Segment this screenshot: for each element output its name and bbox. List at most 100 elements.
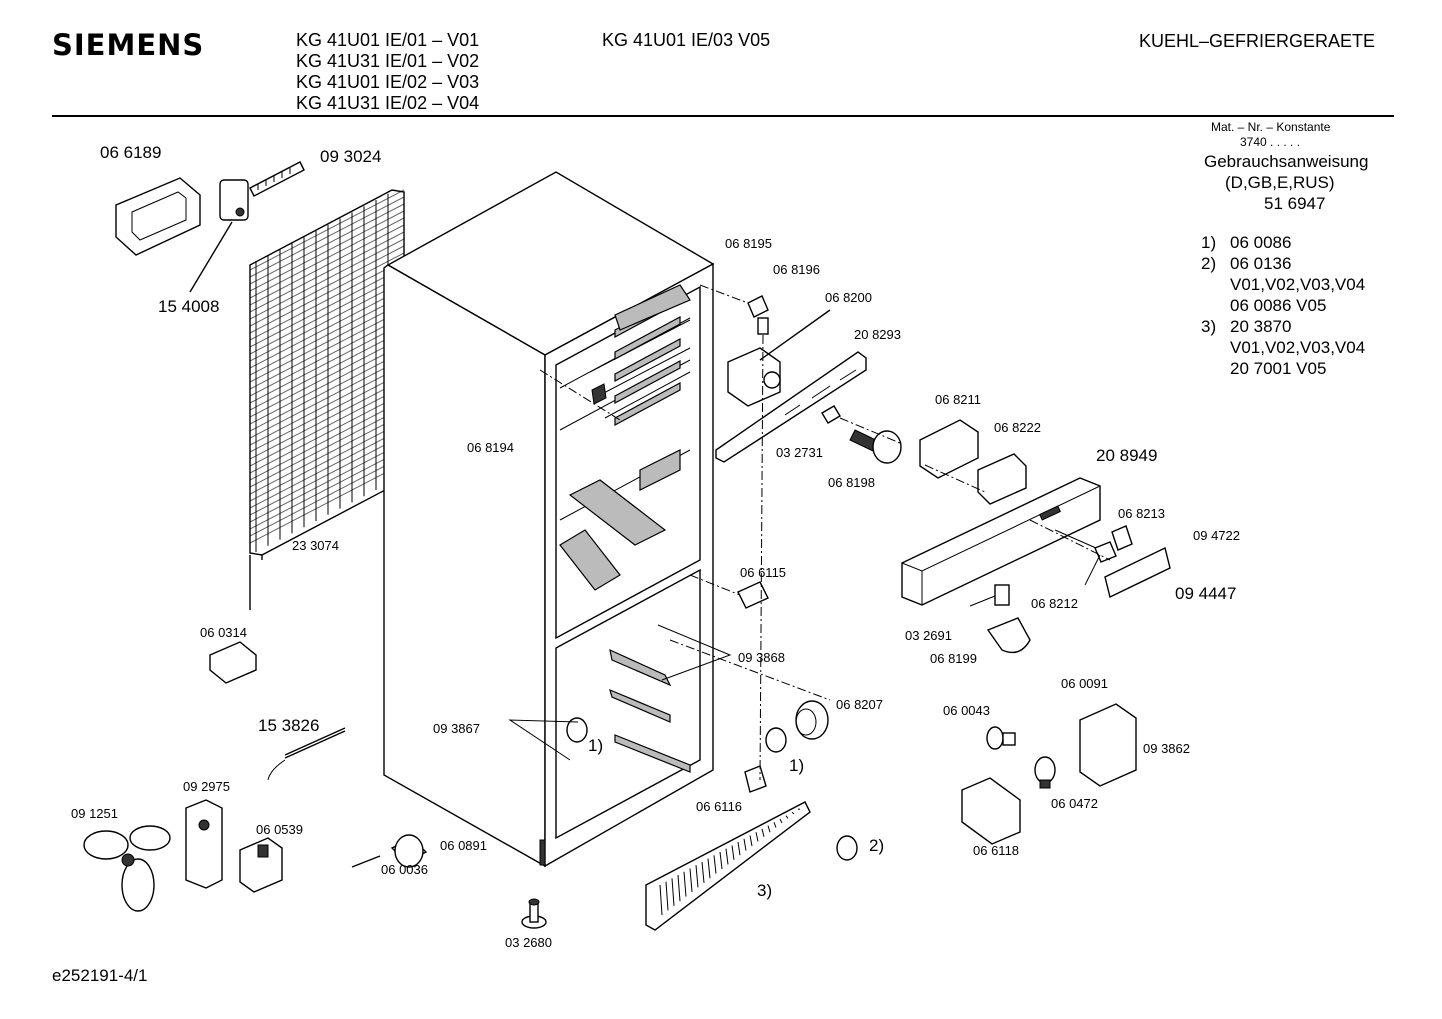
part-label: 20 8949 xyxy=(1096,446,1158,465)
light-socket-drawing xyxy=(795,700,829,740)
mat-nr-value: 3740 . . . . . xyxy=(1240,135,1301,149)
note-3-line: V01,V02,V03,V04 xyxy=(1230,338,1366,357)
ref-label: 1) xyxy=(789,756,805,775)
knob-drawing xyxy=(849,429,902,464)
part-label: 09 3867 xyxy=(433,721,480,736)
lamp-cover-drawing xyxy=(209,641,257,684)
bulb-socket-drawing xyxy=(1034,756,1056,789)
note-2: 2) xyxy=(1201,253,1216,274)
lamp-bulb-drawing xyxy=(1094,525,1133,563)
part-label: 06 6115 xyxy=(740,565,787,580)
note-1: 1) xyxy=(1201,232,1216,253)
cover-drawing xyxy=(919,419,979,479)
condenser-drawing xyxy=(249,189,405,610)
model-list: KG 41U01 IE/01 – V01 KG 41U31 IE/01 – V0… xyxy=(296,30,479,114)
part-label: 09 3868 xyxy=(738,650,785,665)
light-cover-drawing xyxy=(1079,703,1137,787)
assembly-lines xyxy=(539,284,1111,781)
light-shield-drawing xyxy=(961,777,1021,845)
switch-drawing xyxy=(189,161,305,293)
fan-blade-drawing xyxy=(83,825,171,912)
rail-drawing xyxy=(715,351,867,463)
part-label: 06 8207 xyxy=(836,697,883,712)
foot-drawing xyxy=(521,898,547,929)
part-label: 06 8195 xyxy=(725,236,772,251)
cabinet-drawing xyxy=(383,171,715,868)
ref-label: 3) xyxy=(757,881,773,900)
ref-label: 2) xyxy=(869,836,885,855)
part-label: 09 4722 xyxy=(1193,528,1240,543)
bulb-drawing xyxy=(986,726,1016,750)
clip-drawing xyxy=(821,405,841,424)
part-label: 03 2731 xyxy=(776,445,823,460)
part-label: 06 6189 xyxy=(100,143,162,162)
part-label: 09 1251 xyxy=(71,806,118,821)
bracket-drawing xyxy=(986,617,1031,654)
roller-drawing xyxy=(765,727,787,753)
part-label: 06 8211 xyxy=(935,392,982,407)
brand-logo: SIEMENS xyxy=(52,28,205,62)
note-key: 3) xyxy=(1201,317,1217,336)
part-label: 03 2691 xyxy=(905,628,952,643)
part-label: 06 8222 xyxy=(994,420,1041,435)
model-line: KG 41U01 IE/02 – V03 xyxy=(296,72,480,92)
part-label: 09 3024 xyxy=(320,147,382,166)
part-label: 23 3074 xyxy=(292,538,339,553)
part-label: 09 4447 xyxy=(1175,584,1237,603)
note-2-line: V01,V02,V03,V04 xyxy=(1230,275,1366,294)
model-line: KG 41U01 IE/01 – V01 xyxy=(296,30,480,50)
part-label: 06 0314 xyxy=(200,625,247,640)
part-label: 06 6116 xyxy=(696,799,743,814)
part-label: 06 6118 xyxy=(973,843,1020,858)
part-label: 09 3862 xyxy=(1143,741,1190,756)
note-key: 1) xyxy=(1201,233,1217,252)
note-2-line: 06 0136 xyxy=(1230,254,1292,273)
note-3-line: 20 7001 V05 xyxy=(1230,359,1327,378)
hinge-drawing xyxy=(737,581,769,609)
model-line: KG 41U31 IE/02 – V04 xyxy=(296,93,480,113)
roller-drawing xyxy=(566,717,588,743)
part-label: 03 2680 xyxy=(505,935,552,950)
control-panel-drawing xyxy=(901,477,1101,606)
switch-cover-drawing xyxy=(977,453,1027,505)
ref-label: 1) xyxy=(588,736,604,755)
lamp-holder-drawing xyxy=(1104,546,1171,599)
part-label: 06 0036 xyxy=(381,862,428,877)
model-line-v05: KG 41U01 IE/03 V05 xyxy=(602,30,771,50)
note-3: 3) xyxy=(1201,316,1216,337)
part-label: 06 0472 xyxy=(1051,796,1098,811)
part-label: 06 0091 xyxy=(1061,676,1108,691)
probe-drawing xyxy=(267,727,346,781)
drawing-id: e252191-4/1 xyxy=(52,966,148,985)
part-label: 20 8293 xyxy=(854,327,901,342)
kickplate-drawing xyxy=(645,801,811,931)
cap-drawing xyxy=(836,835,858,861)
note-key: 2) xyxy=(1201,254,1217,273)
part-label: 06 0891 xyxy=(440,838,487,853)
tray-drawing xyxy=(115,177,201,256)
leader-lines xyxy=(508,529,1101,761)
part-label: 06 0539 xyxy=(256,822,303,837)
mat-nr-label: Mat. – Nr. – Konstante xyxy=(1211,120,1331,134)
part-label: 06 8194 xyxy=(467,440,514,455)
part-label: 06 8200 xyxy=(825,290,872,305)
switch-part-drawing xyxy=(994,584,1010,606)
hinge-drawing xyxy=(744,765,767,793)
fan-motor-drawing xyxy=(185,799,283,893)
part-label: 06 8212 xyxy=(1031,596,1078,611)
category-title: KUEHL–GEFRIERGERAETE xyxy=(1138,31,1375,51)
note-2-line: 06 0086 V05 xyxy=(1230,296,1327,315)
manual-title: Gebrauchsanweisung xyxy=(1204,152,1369,171)
thermostat-drawing xyxy=(727,295,831,407)
note-3-line: 20 3870 xyxy=(1230,317,1292,336)
part-label: 06 8196 xyxy=(773,262,820,277)
part-label: 06 8213 xyxy=(1118,506,1165,521)
model-line: KG 41U31 IE/01 – V02 xyxy=(296,51,480,71)
header-divider xyxy=(52,115,1394,117)
part-label: 15 3826 xyxy=(258,716,320,735)
part-label: 06 0043 xyxy=(943,703,990,718)
note-1-line: 06 0086 xyxy=(1230,233,1292,252)
part-label: 06 8199 xyxy=(930,651,977,666)
manual-languages: (D,GB,E,RUS) xyxy=(1225,173,1335,192)
